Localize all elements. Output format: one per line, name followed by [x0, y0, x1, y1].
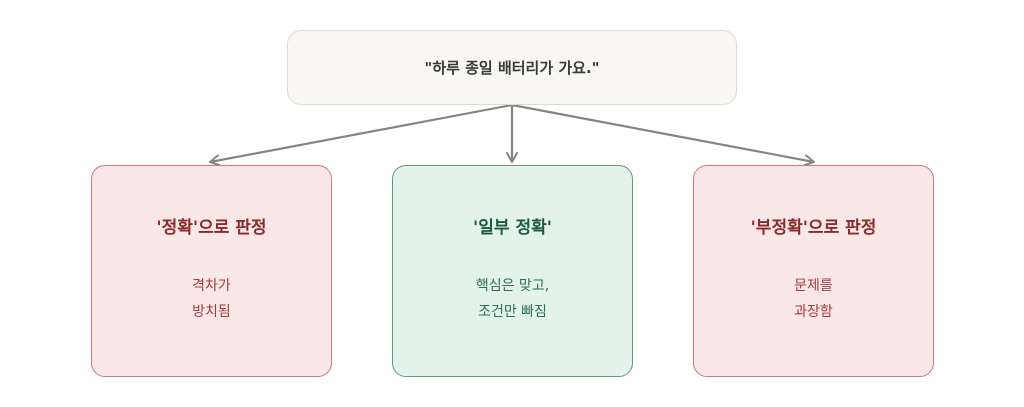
quote-text: "하루 종일 배터리가 가요."	[424, 59, 600, 77]
verdict-description: 핵심은 맞고, 조건만 빠짐	[476, 273, 549, 325]
verdict-description-line: 방치됨	[192, 304, 231, 320]
verdict-title: '정확'으로 판정	[156, 218, 267, 238]
verdict-description-line: 핵심은 맞고,	[475, 278, 550, 294]
verdict-description-line: 과장함	[794, 304, 833, 320]
verdict-box-inaccurate: '부정확'으로 판정 문제를 과장함	[693, 165, 934, 377]
verdict-description-line: 문제를	[794, 278, 833, 294]
verdict-box-accurate: '정확'으로 판정 격차가 방치됨	[91, 165, 332, 377]
verdict-description-line: 조건만 빠짐	[478, 304, 547, 320]
verdict-description: 문제를 과장함	[794, 273, 833, 325]
verdict-title: '부정확'으로 판정	[750, 218, 877, 238]
quote-box: "하루 종일 배터리가 가요."	[287, 30, 737, 105]
verdict-title: '일부 정확'	[473, 218, 552, 238]
verdict-description: 격차가 방치됨	[192, 273, 231, 325]
verdict-description-line: 격차가	[192, 278, 231, 294]
arrow-to-right	[511, 103, 815, 167]
verdict-box-partly-accurate: '일부 정확' 핵심은 맞고, 조건만 빠짐	[392, 165, 633, 377]
arrow-to-left	[209, 103, 513, 167]
